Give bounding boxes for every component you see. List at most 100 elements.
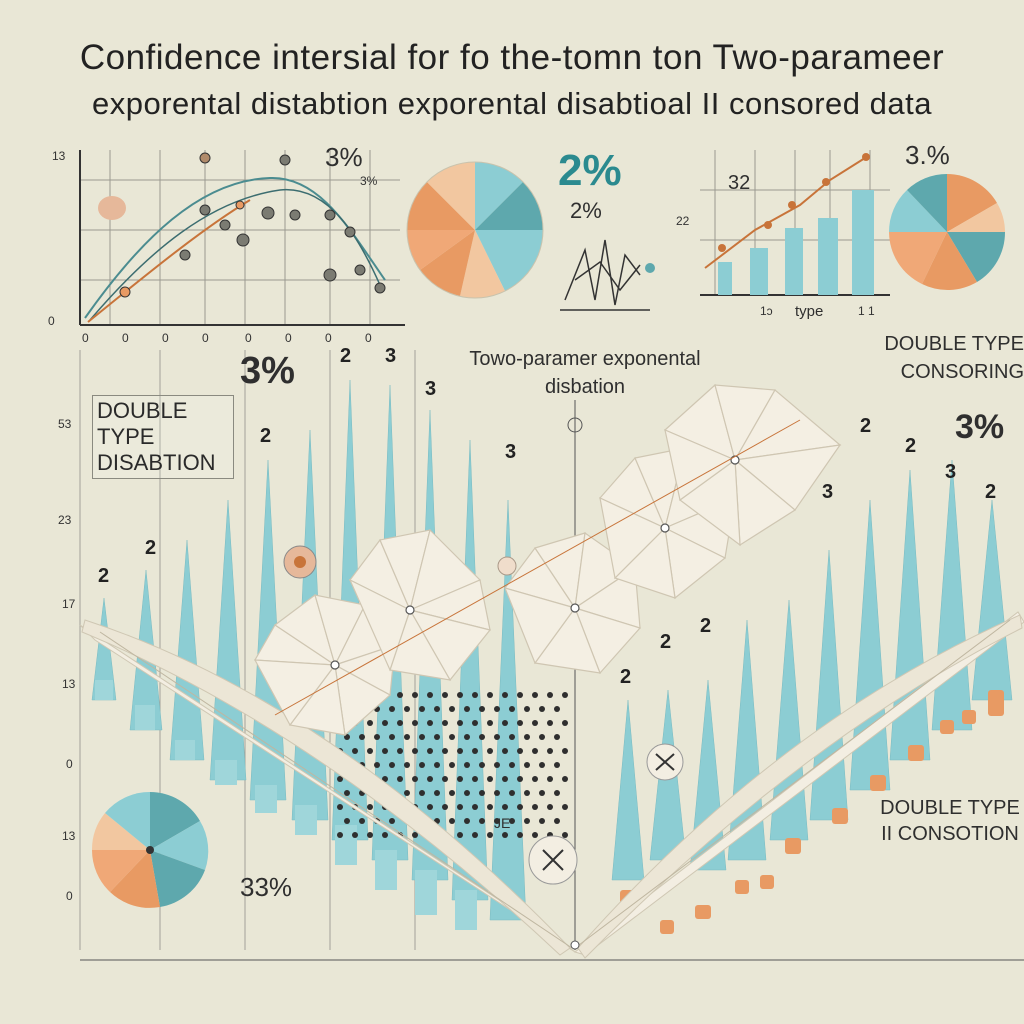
lattice-dot [397,776,403,782]
lattice-dot [382,832,388,838]
svg-text:3: 3 [945,461,956,483]
lattice-dot [367,748,373,754]
lattice-dot [472,804,478,810]
lattice-dot [502,832,508,838]
lattice-dot [532,776,538,782]
percent-label-center-small: 2% [570,198,602,223]
svg-text:3: 3 [425,378,436,400]
lattice-dot [487,804,493,810]
lattice-dot [487,720,493,726]
percent-label-top-left: 3% [325,142,363,172]
lattice-dot [337,832,343,838]
lattice-dot [457,832,463,838]
svg-text:0: 0 [245,331,252,345]
percent-label-top-right: 3.% [905,140,950,170]
svg-text:0: 0 [66,757,73,771]
svg-text:3: 3 [385,345,396,367]
lattice-dot [464,706,470,712]
small-label-32: 32 [728,172,751,194]
pin-marker [98,196,126,220]
lattice-dot [502,720,508,726]
lattice-dot [509,790,515,796]
top-right-bar-chart: 22 1ɔ 1 1 [676,150,890,318]
lattice-dot [442,804,448,810]
center-heading: Towo-paramer exponental disbation [469,348,701,398]
lattice-dot [457,748,463,754]
lattice-dot [449,818,455,824]
lattice-dot [397,692,403,698]
lattice-dot [517,748,523,754]
lattice-dot [419,706,425,712]
lattice-dot [517,720,523,726]
lattice-dot [367,804,373,810]
lattice-dot [457,692,463,698]
lattice-dot [562,748,568,754]
lattice-dot [562,692,568,698]
lattice-dot [539,734,545,740]
tag-je: JE [494,815,511,831]
lattice-dot [419,734,425,740]
lattice-dot [487,692,493,698]
lattice-dot [487,832,493,838]
svg-text:2: 2 [700,615,711,637]
double-type-disabtion-label: DOUBLE TYPE DISABTION [92,395,234,479]
center-scribble-chart [560,239,655,311]
title-line-1: Confidence intersial for fo the-tomn ton… [79,38,945,77]
lattice-dot [427,776,433,782]
lattice-dot [517,804,523,810]
svg-text:1 1: 1 1 [858,304,875,318]
percent-label-center-big: 2% [558,146,622,195]
paper-v-shape [79,611,1024,959]
title-line-2: exporental distabtion exporental disabti… [92,86,932,121]
lattice-dot [434,734,440,740]
svg-text:2: 2 [260,425,271,447]
lattice-dot [404,762,410,768]
lattice-dot [562,776,568,782]
lattice-dot [517,776,523,782]
svg-text:2: 2 [340,345,351,367]
lattice-dot [524,734,530,740]
lattice-dot [359,734,365,740]
lattice-dot [554,790,560,796]
lattice-dot [374,762,380,768]
lattice-dot [562,720,568,726]
lattice-dot [479,790,485,796]
lattice-dot [427,748,433,754]
lattice-dot [494,734,500,740]
svg-text:13: 13 [52,149,66,163]
lattice-dot [562,832,568,838]
lattice-dot [397,748,403,754]
lattice-dot [554,706,560,712]
svg-text:2: 2 [98,565,109,587]
lattice-dot [547,776,553,782]
percent-label-mid-left: 3% [240,350,295,392]
svg-text:2: 2 [905,435,916,457]
lattice-dot [554,762,560,768]
lattice-dot [539,818,545,824]
close-icon [542,849,564,871]
lattice-dot [344,790,350,796]
axis-digits: 53 23 17 13 0 13 0 [58,417,76,903]
lattice-dot [472,748,478,754]
lattice-dot [449,706,455,712]
lattice-dot [337,804,343,810]
lattice-dot [479,818,485,824]
lattice-dot [532,720,538,726]
bottom-pie-chart [91,791,209,908]
lattice-dot [457,776,463,782]
svg-text:0: 0 [82,331,89,345]
lattice-dot [404,706,410,712]
svg-text:23: 23 [58,513,72,527]
svg-text:2: 2 [860,415,871,437]
lattice-dot [524,790,530,796]
top-pie-chart-right [889,174,1006,290]
svg-text:0: 0 [365,331,372,345]
lattice-dot [554,818,560,824]
lattice-dot [412,720,418,726]
svg-text:22: 22 [676,214,690,228]
svg-text:2: 2 [660,631,671,653]
double-type-consoring-label: DOUBLE TYPE CONSORING [884,333,1024,383]
lattice-dot [457,720,463,726]
lattice-dot [442,720,448,726]
svg-text:2: 2 [145,537,156,559]
